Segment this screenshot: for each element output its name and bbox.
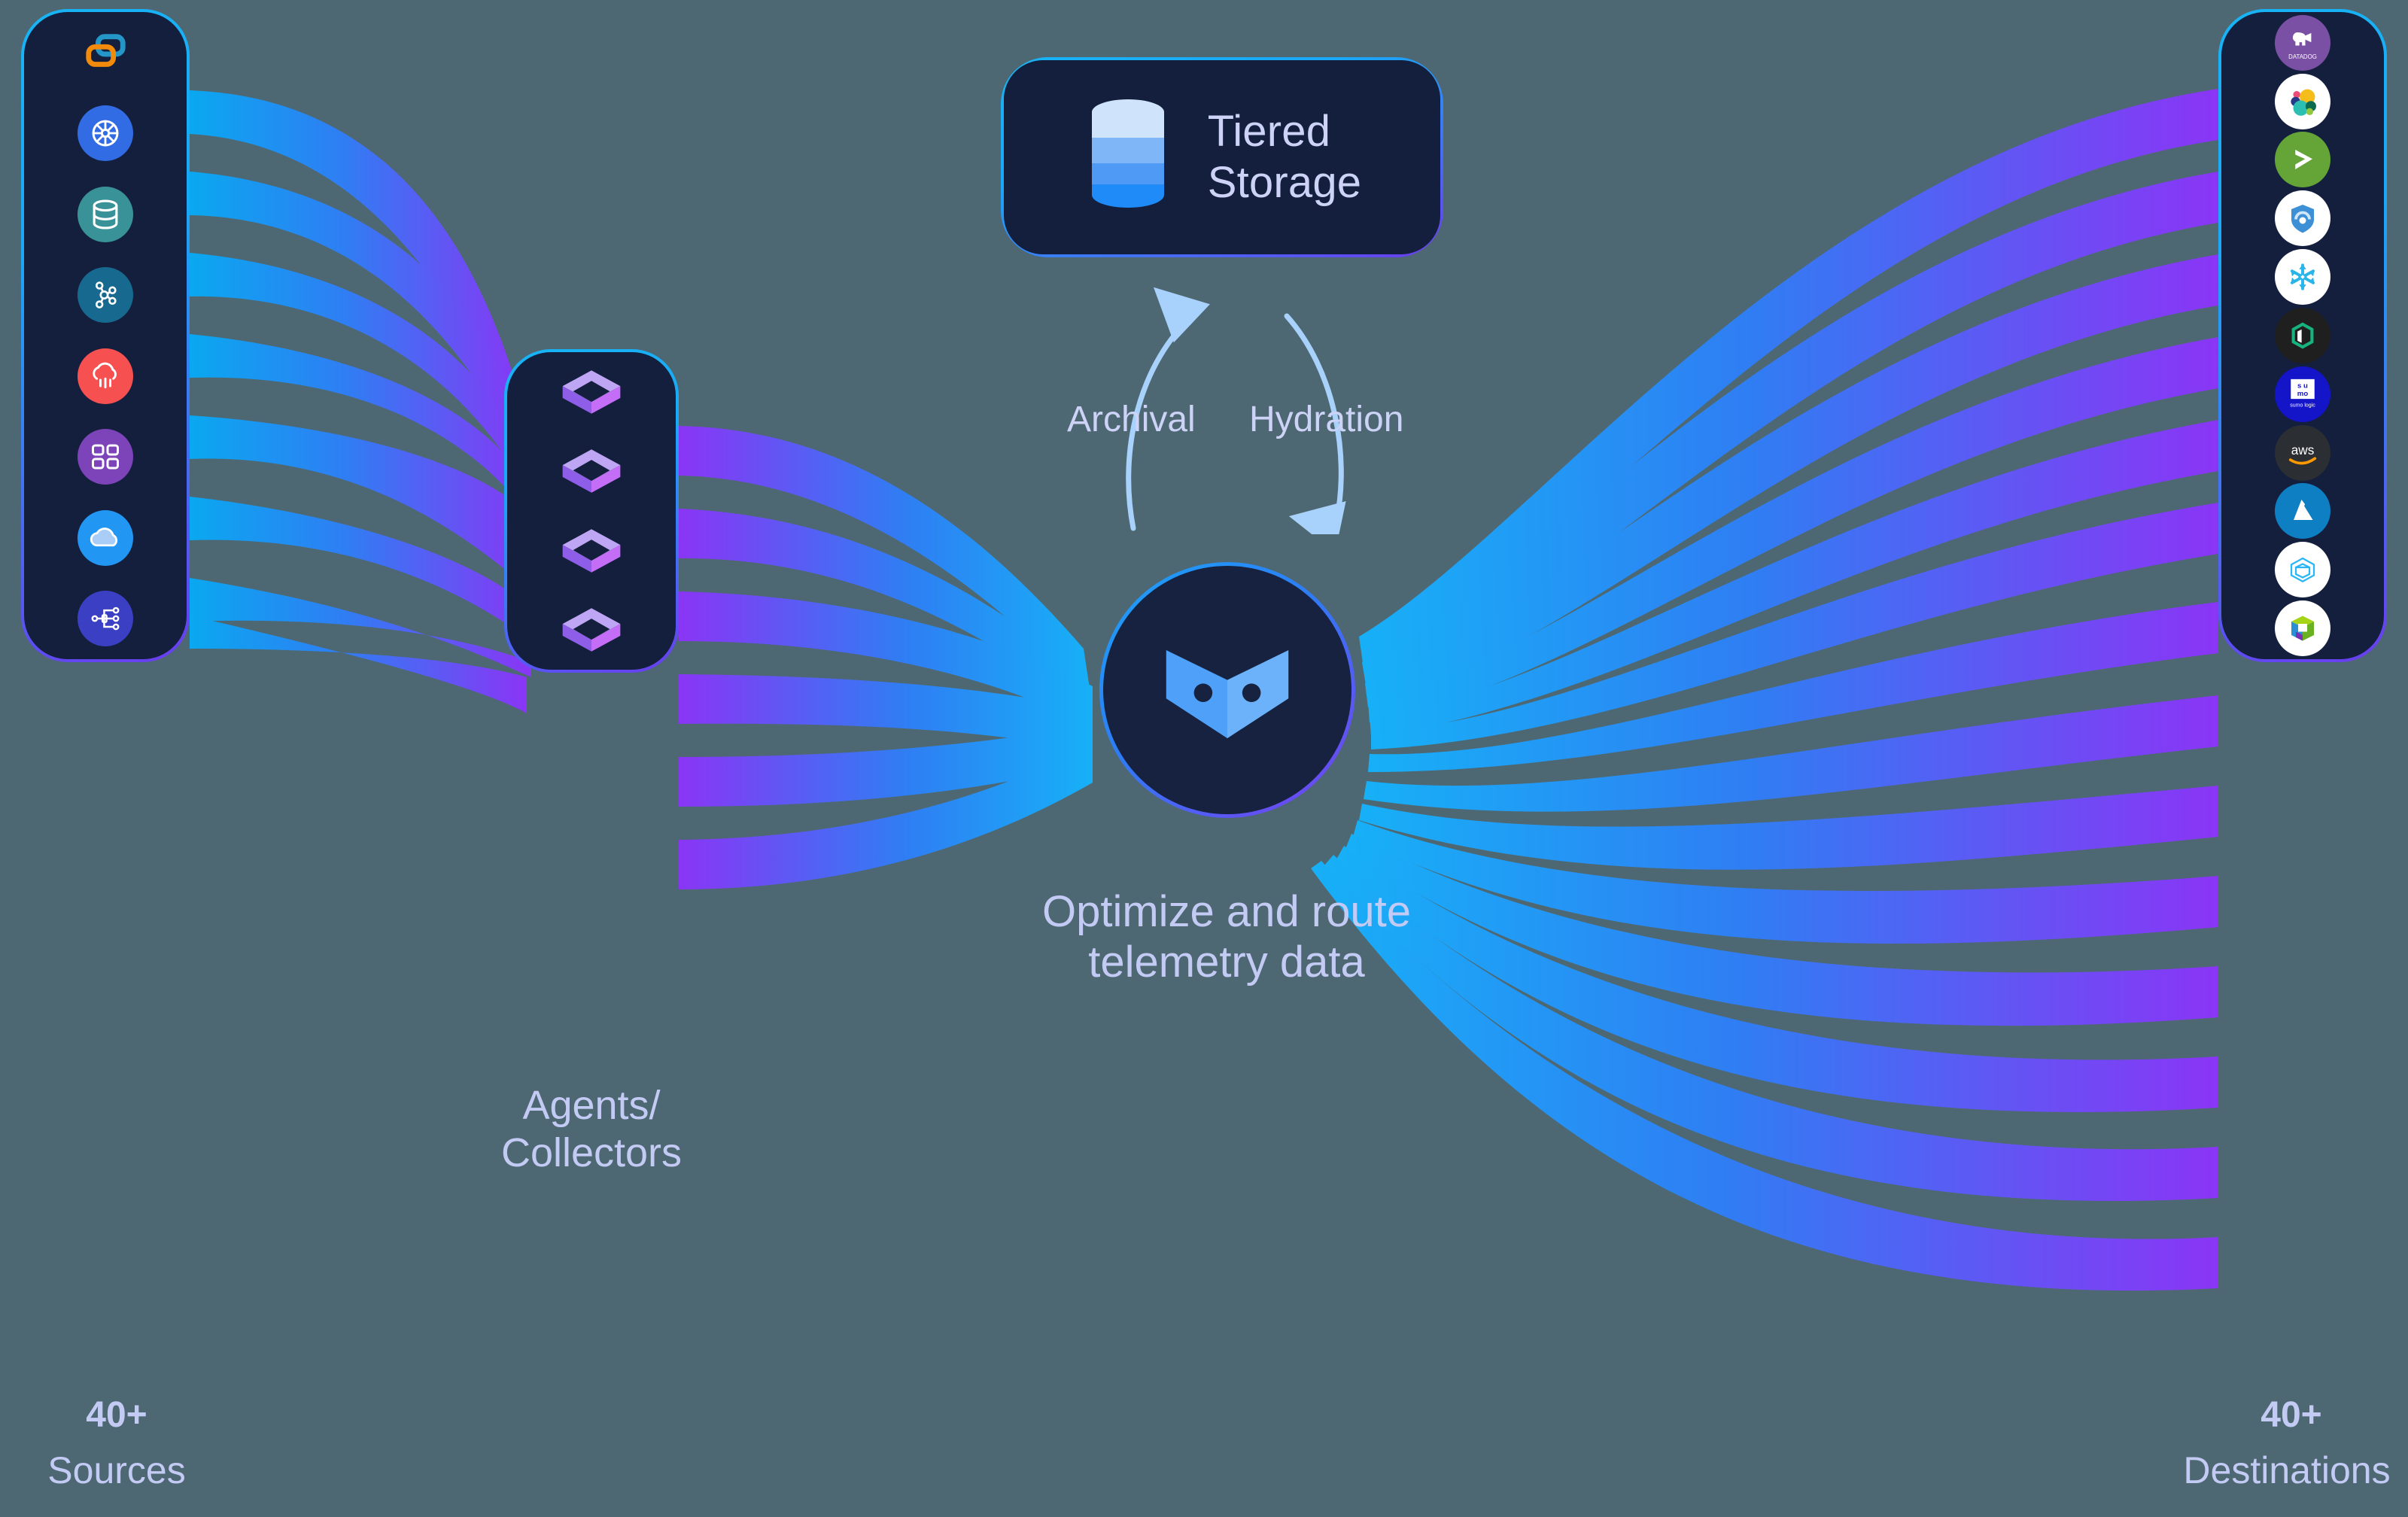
sources-panel xyxy=(21,9,190,662)
network-icon[interactable] xyxy=(78,591,133,647)
svg-text:sumo logic: sumo logic xyxy=(2290,403,2315,408)
datadog-icon[interactable]: DATADOG xyxy=(2275,14,2330,71)
ribbons-agents-to-hub xyxy=(679,426,1093,889)
archival-label: Archival xyxy=(1067,400,1196,439)
apps-grid-icon[interactable] xyxy=(78,429,133,485)
aws-icon[interactable]: aws xyxy=(2275,424,2330,481)
svg-text:aws: aws xyxy=(2291,442,2315,457)
exabeam-icon[interactable] xyxy=(2275,190,2330,247)
cribl-hub[interactable] xyxy=(1099,562,1355,818)
sources-title: Sources xyxy=(47,1449,186,1491)
splunk-icon[interactable] xyxy=(2275,132,2330,188)
azure-icon[interactable] xyxy=(2275,483,2330,540)
ribbons-sources-to-agents xyxy=(190,90,536,713)
snowflake-icon[interactable] xyxy=(2275,249,2330,306)
hub-caption: Optimize and route telemetry data xyxy=(1041,887,1412,987)
agents-collectors-label: Agents/ Collectors xyxy=(500,1083,683,1175)
cloud-icon[interactable] xyxy=(78,509,133,566)
archival-hydration-arcs xyxy=(1126,287,1346,534)
svg-text:DATADOG: DATADOG xyxy=(2288,53,2317,60)
kubernetes-icon[interactable] xyxy=(78,105,133,162)
cube-icon[interactable] xyxy=(2275,600,2330,657)
destinations-title: Destinations xyxy=(2183,1449,2391,1491)
cribl-goat-logo xyxy=(1156,625,1299,756)
minio-icon[interactable] xyxy=(2275,542,2330,598)
ribbons-hub-to-destinations xyxy=(1311,89,2218,1291)
svg-text:s u: s u xyxy=(2297,382,2308,390)
tiered-storage-cylinder-icon xyxy=(1083,96,1173,220)
agent-cube-icon[interactable] xyxy=(558,525,625,576)
agent-cube-icon[interactable] xyxy=(558,366,625,418)
destinations-count: 40+ xyxy=(2261,1395,2322,1435)
databricks-icon[interactable] xyxy=(2275,307,2330,363)
tiered-storage-label: Tiered Storage xyxy=(1207,106,1362,207)
svg-text:mo: mo xyxy=(2297,390,2309,398)
agents-collectors-panel xyxy=(504,349,679,673)
database-icon[interactable] xyxy=(78,186,133,242)
destinations-panel: DATADOG xyxy=(2218,9,2387,662)
kafka-icon[interactable] xyxy=(78,267,133,324)
hydration-label: Hydration xyxy=(1249,400,1404,439)
agent-cube-icon[interactable] xyxy=(558,604,625,655)
cloud-logs-icon[interactable] xyxy=(78,348,133,404)
agent-cube-icon[interactable] xyxy=(558,445,625,497)
sumologic-icon[interactable]: s u mo sumo logic xyxy=(2275,366,2330,422)
tiered-storage-panel: Tiered Storage xyxy=(1001,57,1443,257)
vmware-icon[interactable] xyxy=(78,24,133,81)
sources-count: 40+ xyxy=(86,1395,147,1435)
elastic-icon[interactable] xyxy=(2275,73,2330,129)
